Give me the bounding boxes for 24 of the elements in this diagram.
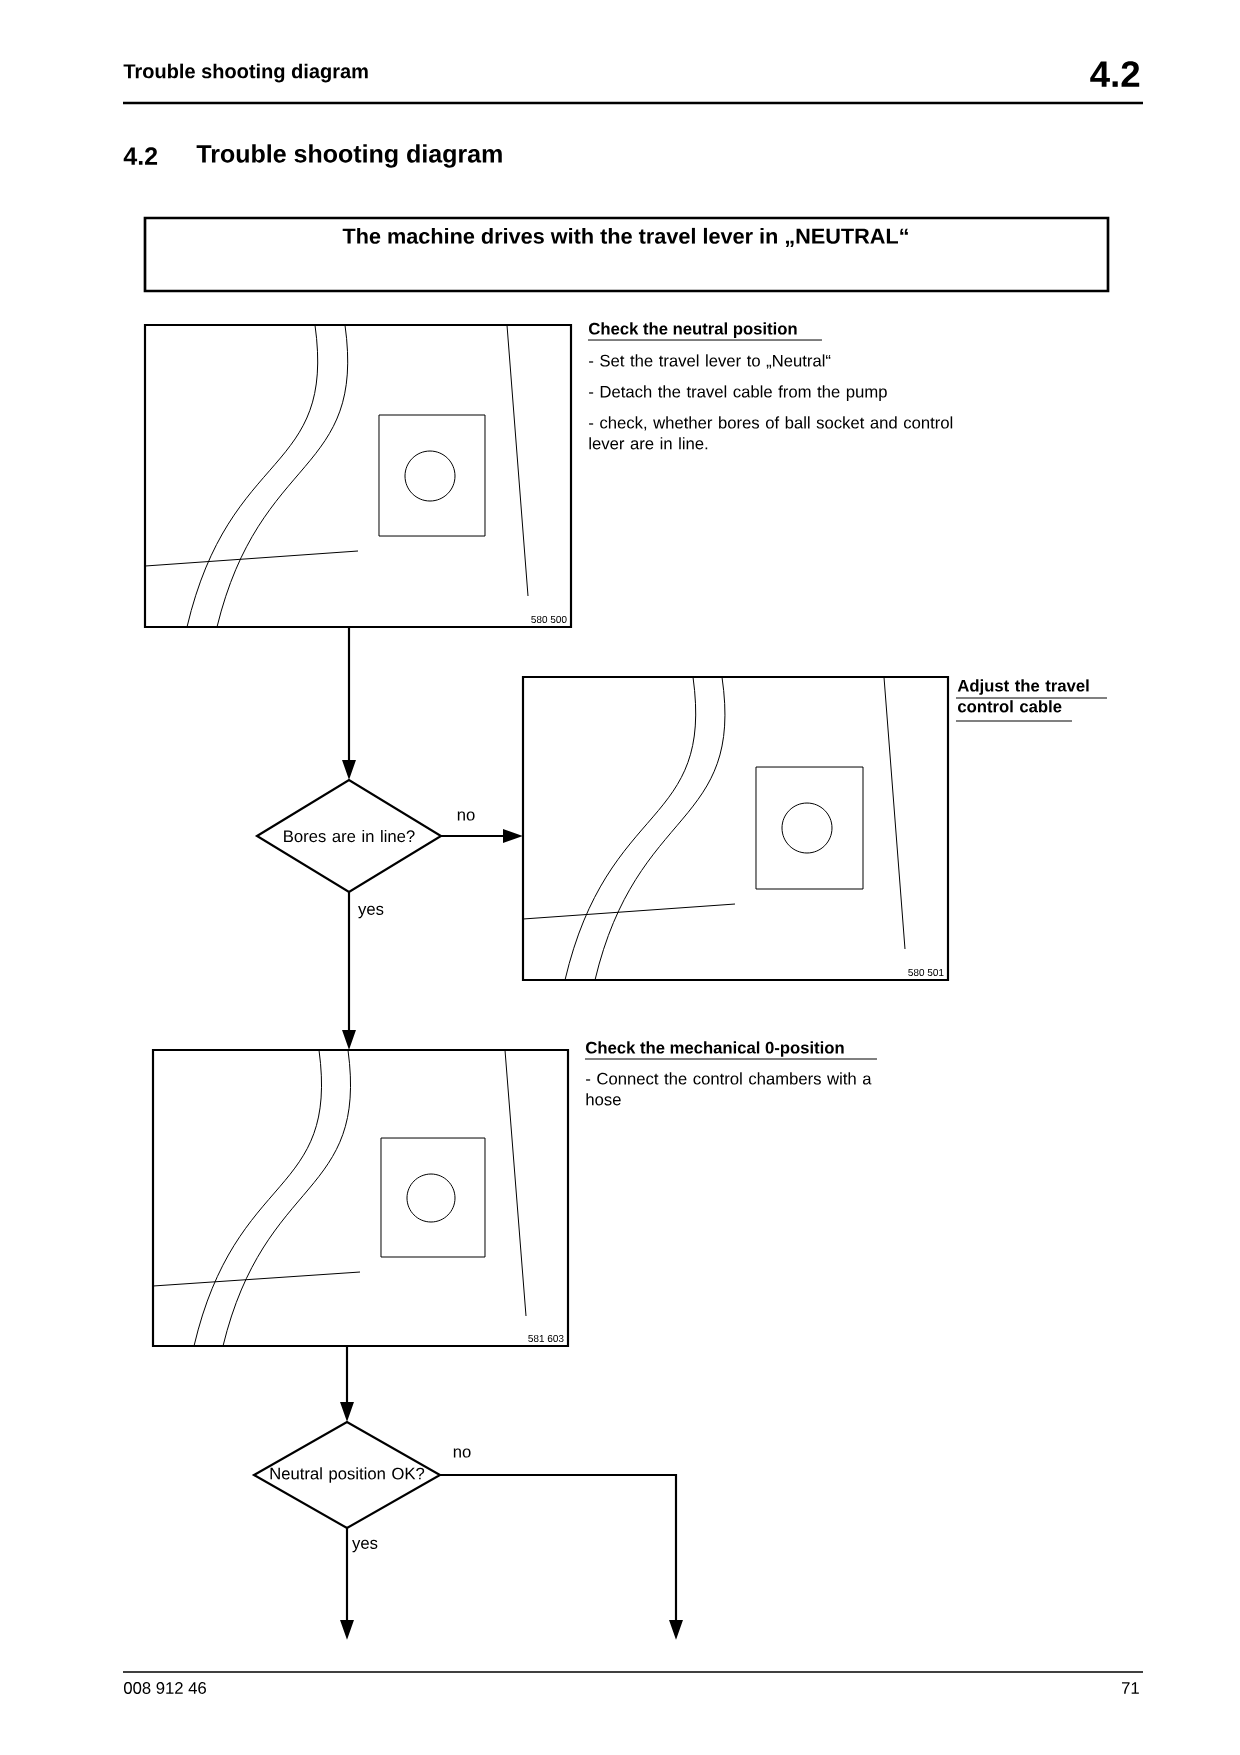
- page-header: Trouble shooting diagram: [123, 63, 368, 83]
- photo-number: 581 603: [526, 1333, 566, 1344]
- step-heading: Check the neutral position: [589, 322, 797, 338]
- section-title: Trouble shooting diagram: [196, 144, 502, 168]
- section-number: 4.2: [123, 147, 158, 165]
- photo-drawing: [521, 675, 950, 982]
- page-number-heading: 4.2: [1090, 61, 1140, 87]
- instruction-text: - Connect the control chambers with a hose: [586, 1072, 872, 1106]
- step-heading: Check the mechanical 0-position: [586, 1041, 844, 1057]
- photo-number: 580 501: [906, 967, 946, 978]
- edge-label: no: [451, 1446, 473, 1460]
- photo-drawing: [143, 323, 573, 629]
- edge-label: no: [455, 809, 477, 823]
- edge-label: yes: [350, 1538, 380, 1554]
- edge-label: yes: [356, 904, 386, 920]
- instruction-text: - Detach the travel cable from the pump: [589, 385, 887, 401]
- instruction-text: - check, whether bores of ball socket and control lever are in line.: [589, 416, 953, 450]
- photo-number: 580 500: [529, 614, 569, 625]
- title-box: The machine drives with the travel lever in „NEUTRAL“: [143, 216, 1110, 293]
- page-number: 71: [1122, 1682, 1139, 1694]
- photo-drawing: [151, 1048, 570, 1348]
- instruction-text: - Set the travel lever to „Neutral“: [589, 354, 831, 369]
- step-heading: Adjust the travel control cable: [957, 679, 1089, 713]
- document-number: 008 912 46: [124, 1682, 206, 1694]
